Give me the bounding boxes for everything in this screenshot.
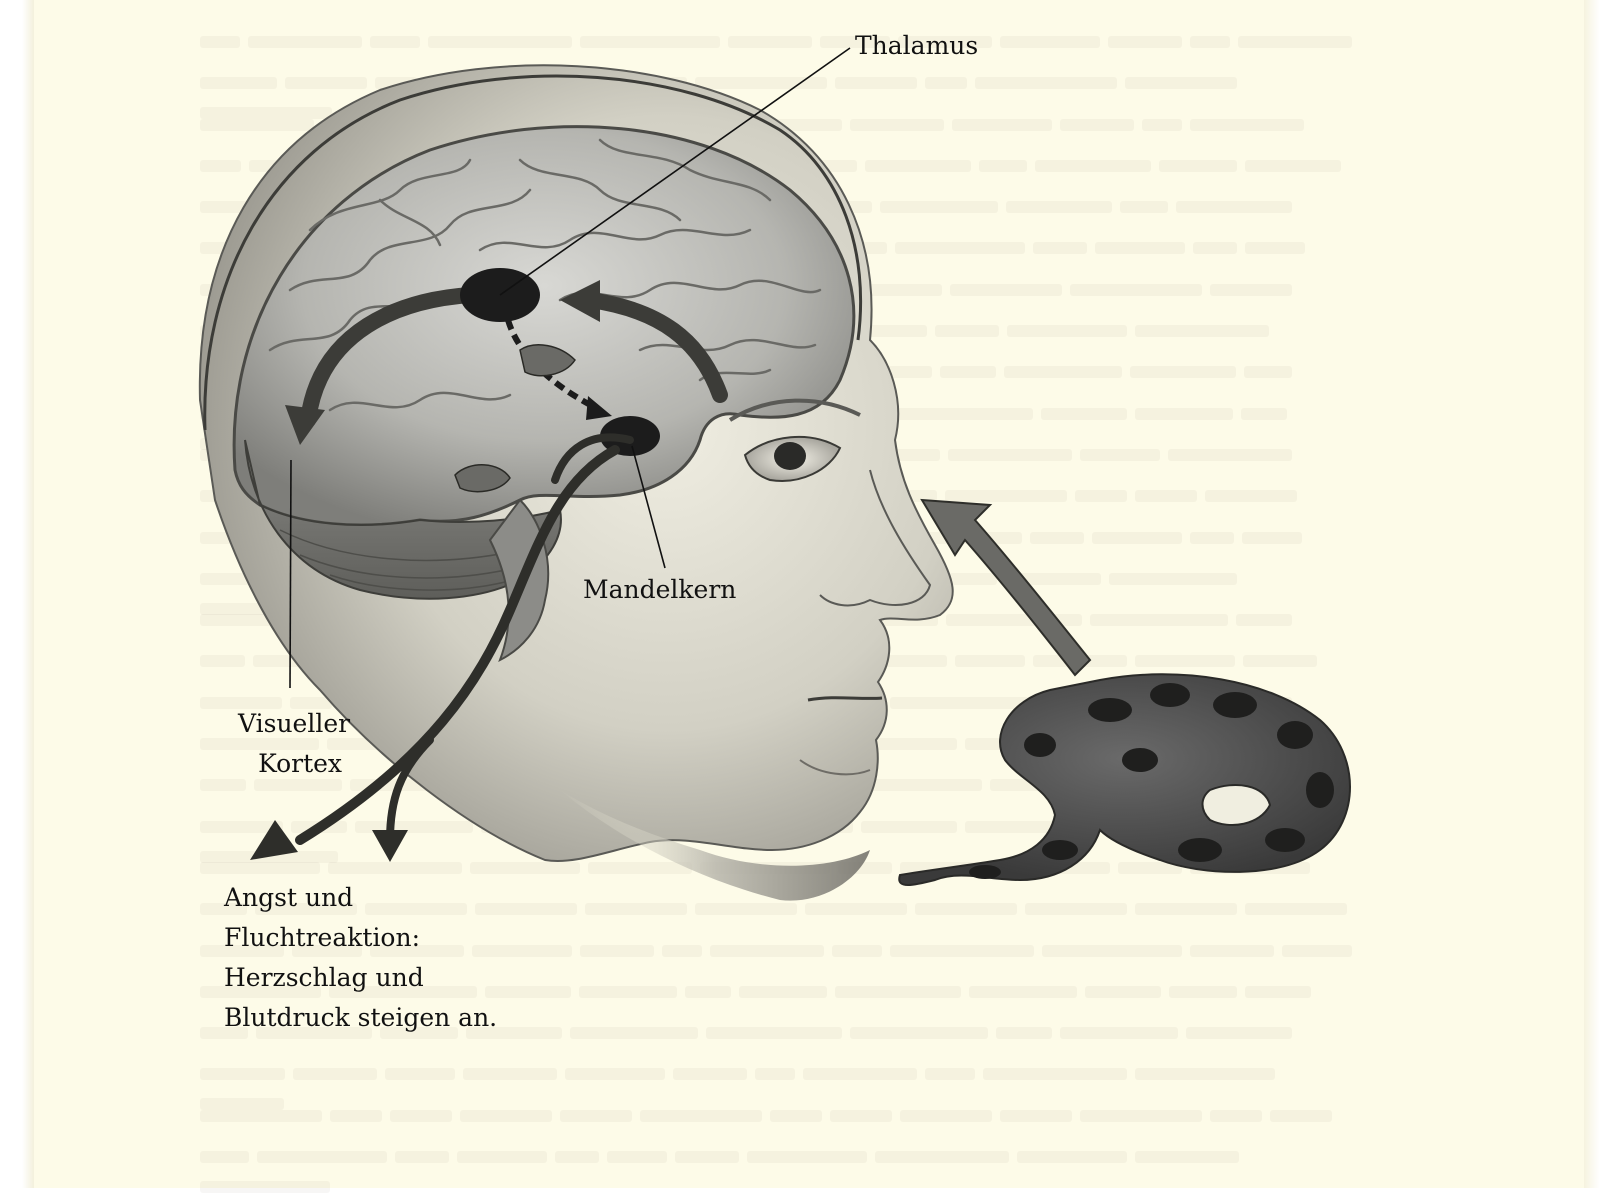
fear-arrowhead-right bbox=[372, 830, 408, 862]
mandelkern-label-text: Mandelkern bbox=[583, 570, 736, 610]
visual-cortex-line-1: Visueller bbox=[238, 704, 350, 744]
thalamus-label-text: Thalamus bbox=[855, 26, 978, 66]
mandelkern-label: Mandelkern bbox=[583, 570, 736, 610]
fear-response-label: Angst und Fluchtreaktion: Herzschlag und… bbox=[224, 878, 497, 1038]
fear-response-line-2: Fluchtreaktion: bbox=[224, 918, 497, 958]
visual-cortex-line-2: Kortex bbox=[238, 744, 350, 784]
visual-cortex-leader bbox=[290, 460, 291, 688]
eye-iris bbox=[774, 442, 806, 470]
fear-arrowhead-left bbox=[250, 820, 298, 860]
thalamus-label: Thalamus bbox=[855, 26, 978, 66]
snake bbox=[899, 674, 1350, 885]
fear-response-line-4: Blutdruck steigen an. bbox=[224, 998, 497, 1038]
fear-response-line-3: Herzschlag und bbox=[224, 958, 497, 998]
fear-response-line-1: Angst und bbox=[224, 878, 497, 918]
visual-cortex-label: Visueller Kortex bbox=[238, 704, 350, 784]
